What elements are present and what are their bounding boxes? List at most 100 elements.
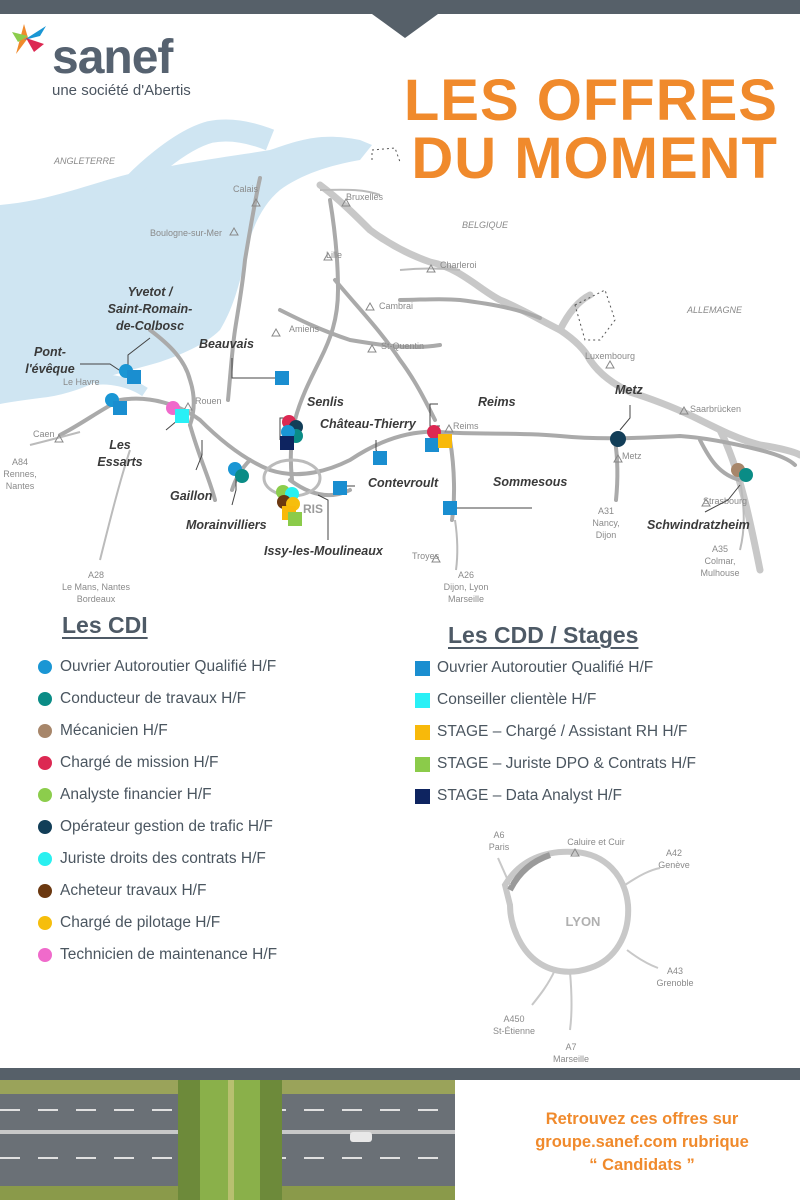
marker-morainvilliers-conducteur[interactable] — [235, 469, 249, 483]
marker-issy-dpo[interactable] — [288, 512, 302, 526]
cdi-legend-item: Acheteur travaux H/F — [38, 881, 277, 913]
place-bruxelles: Bruxelles — [346, 192, 384, 202]
cdi-legend-label: Ouvrier Autoroutier Qualifié H/F — [60, 658, 277, 675]
cdd-legend-item: Conseiller clientèle H/F — [415, 690, 696, 722]
lyon-title: LYON — [566, 914, 601, 929]
cdi-legend-label: Acheteur travaux H/F — [60, 882, 207, 899]
country-label-angleterre: ANGLETERRE — [53, 156, 116, 166]
cdi-legend-item: Chargé de pilotage H/F — [38, 913, 277, 945]
marker-yvetot-cdd[interactable] — [127, 370, 141, 384]
place-amiens: Amiens — [289, 324, 320, 334]
loc-label-yvetot-3: de-Colbosc — [116, 319, 184, 333]
cdi-legend-label: Juriste droits des contrats H/F — [60, 850, 266, 867]
cdi-legend-item: Technicien de maintenance H/F — [38, 945, 277, 977]
place-troyes: Troyes — [412, 551, 440, 561]
loc-label-contevroult: Contevroult — [368, 476, 439, 490]
marker-reims-rh[interactable] — [438, 434, 452, 448]
footer-line-1: Retrouvez ces offres sur — [545, 1110, 739, 1128]
bottom-bar — [0, 1068, 800, 1080]
cdd-legend-item: STAGE – Juriste DPO & Contrats H/F — [415, 754, 696, 786]
place-metz: Metz — [622, 451, 642, 461]
place-luxembourg: Luxembourg — [585, 351, 635, 361]
marker-essarts-conseiller[interactable] — [175, 409, 189, 423]
marker-schwindratzheim-conducteur[interactable] — [739, 468, 753, 482]
cdi-marker-icon — [38, 820, 52, 834]
loc-label-yvetot-2: Saint-Romain- — [108, 302, 193, 316]
place-boulogne: Boulogne-sur-Mer — [150, 228, 222, 238]
country-borders — [316, 181, 800, 574]
marker-contevroult-cdd[interactable] — [333, 481, 347, 495]
country-label-allemagne: ALLEMAGNE — [686, 305, 743, 315]
cdi-marker-icon — [38, 756, 52, 770]
lyon-road-a42: A42 — [666, 848, 682, 858]
loc-label-metz: Metz — [615, 383, 644, 397]
headline-line-2: DU MOMENT — [411, 126, 778, 191]
lyon-road-a450: A450 — [503, 1014, 524, 1024]
road-a31-code: A31 — [598, 506, 614, 516]
cdd-legend-label: STAGE – Chargé / Assistant RH H/F — [437, 723, 688, 740]
cdi-marker-icon — [38, 660, 52, 674]
lyon-dest-geneve: Genève — [658, 860, 690, 870]
lyon-dest-paris: Paris — [489, 842, 510, 852]
cdi-legend-label: Chargé de pilotage H/F — [60, 914, 221, 931]
border-dotted — [371, 147, 401, 163]
marker-reims-cdd[interactable] — [425, 438, 439, 452]
place-reims: Reims — [453, 421, 479, 431]
cdi-legend-item: Conducteur de travaux H/F — [38, 689, 277, 721]
top-bar — [0, 0, 800, 14]
road-a26-code: A26 — [458, 570, 474, 580]
cdi-legend-label: Technicien de maintenance H/F — [60, 946, 278, 963]
cdd-legend-item: STAGE – Data Analyst H/F — [415, 786, 696, 818]
brand-name: sanef — [52, 31, 173, 84]
loc-label-sommesous: Sommesous — [493, 475, 567, 489]
marker-senlis-data[interactable] — [280, 436, 294, 450]
place-cambrai: Cambrai — [379, 301, 413, 311]
road-a28-dest: Le Mans, Nantes — [62, 582, 131, 592]
coastline — [111, 119, 275, 208]
road-a84-code: A84 — [12, 457, 28, 467]
marker-metz-trafic[interactable] — [610, 431, 626, 447]
marker-beauvais-cdd[interactable] — [275, 371, 289, 385]
marker-senlis-ouvrier[interactable] — [281, 425, 295, 439]
job-markers — [105, 364, 753, 526]
cdd-legend-item: Ouvrier Autoroutier Qualifié H/F — [415, 658, 696, 690]
cdi-marker-icon — [38, 852, 52, 866]
place-paris: RIS — [303, 502, 323, 516]
loc-label-chateau-thierry: Château-Thierry — [320, 417, 417, 431]
place-calais: Calais — [233, 184, 259, 194]
loc-label-pont-2: l'évêque — [25, 362, 75, 376]
marker-sommesous-cdd[interactable] — [443, 501, 457, 515]
network-map: ANGLETERRE BELGIQUE ALLEMAGNE Calais Bru… — [0, 119, 800, 1064]
loc-label-beauvais: Beauvais — [199, 337, 254, 351]
footer-line-3[interactable]: “ Candidats ” — [589, 1156, 695, 1174]
marker-chateau-thierry-cdd[interactable] — [373, 451, 387, 465]
cdi-marker-icon — [38, 788, 52, 802]
place-saarbrucken: Saarbrücken — [690, 404, 741, 414]
loc-label-senlis: Senlis — [307, 395, 344, 409]
loc-label-reims: Reims — [478, 395, 516, 409]
lyon-dest-st-etienne: St-Étienne — [493, 1026, 535, 1036]
cdi-legend-label: Analyste financier H/F — [60, 786, 212, 803]
cdd-legend-item: STAGE – Chargé / Assistant RH H/F — [415, 722, 696, 754]
loc-label-yvetot-1: Yvetot / — [128, 285, 174, 299]
footer-line-2[interactable]: groupe.sanef.com rubrique — [535, 1133, 749, 1151]
lyon-road-a7: A7 — [565, 1042, 576, 1052]
cdd-legend-label: STAGE – Data Analyst H/F — [437, 787, 622, 804]
cdd-marker-icon — [415, 757, 430, 772]
marker-reims-mission[interactable] — [427, 425, 441, 439]
loc-label-issy: Issy-les-Moulineaux — [264, 544, 384, 558]
cdd-marker-icon — [415, 661, 430, 676]
channel-strip — [0, 204, 61, 222]
marker-pontleveque-cdd[interactable] — [113, 401, 127, 415]
lyon-road-a6: A6 — [493, 830, 504, 840]
footer-text: Retrouvez ces offres sur groupe.sanef.co… — [492, 1108, 792, 1177]
road-a84-dest2: Nantes — [6, 481, 35, 491]
estuary — [94, 374, 148, 397]
cdd-marker-icon — [415, 725, 430, 740]
road-a28-code: A28 — [88, 570, 104, 580]
place-st-quentin: St-Quentin — [381, 341, 424, 351]
loc-label-schwindratzheim: Schwindratzheim — [647, 518, 750, 532]
brand-tagline: une société d'Abertis — [52, 82, 191, 99]
loc-label-morainvilliers: Morainvilliers — [186, 518, 267, 532]
